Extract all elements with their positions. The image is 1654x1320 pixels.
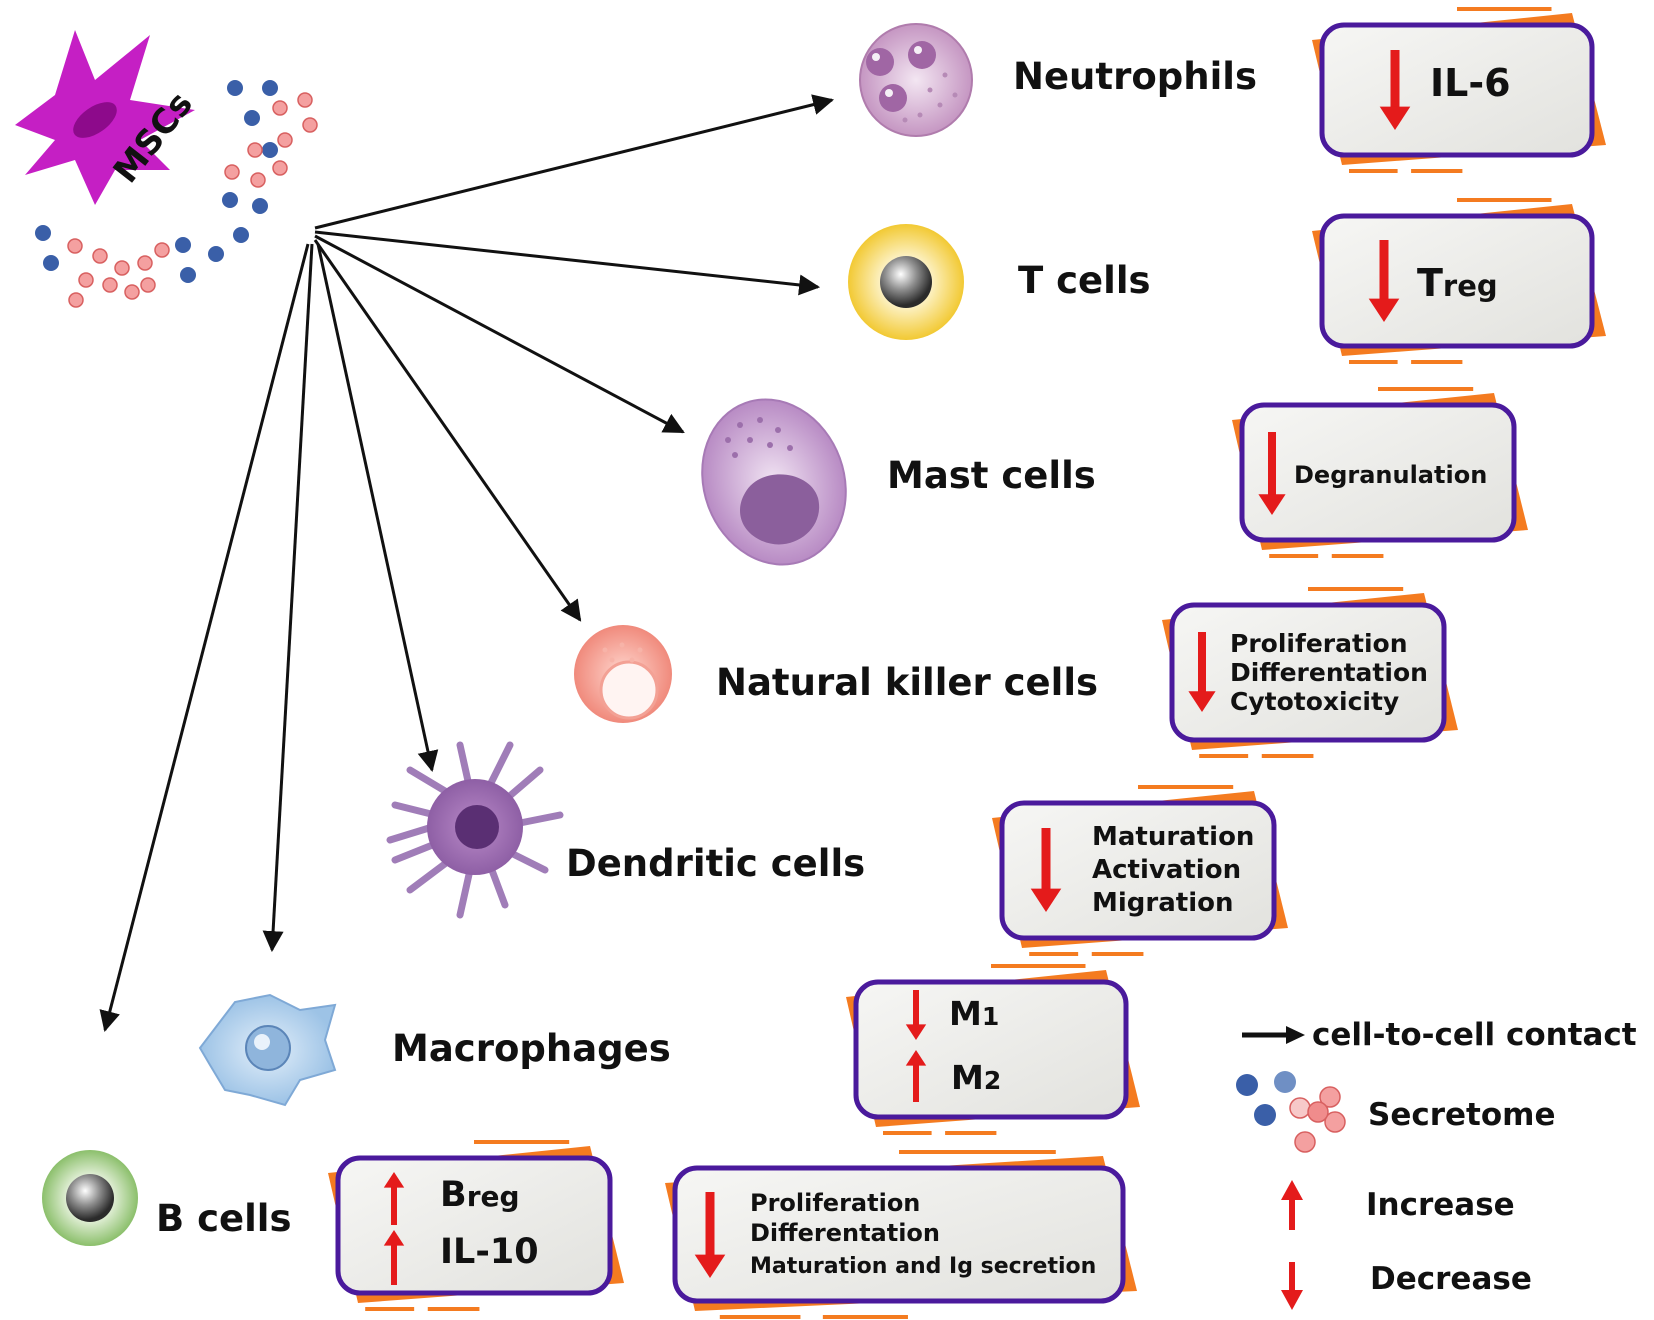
breg-sub: reg bbox=[466, 1180, 520, 1213]
dendritic-effect-line-3: Migration bbox=[1092, 888, 1234, 918]
dendritic-effect-line-2: Activation bbox=[1092, 855, 1242, 885]
legend-decrease-label: Decrease bbox=[1370, 1261, 1532, 1297]
nk-effect-line-3: Cytotoxicity bbox=[1230, 687, 1400, 716]
il10-increase-arrow bbox=[383, 1230, 405, 1285]
b-cells-function-effect-box bbox=[665, 1150, 1137, 1319]
mast-cells-decrease-arrow bbox=[1258, 432, 1286, 515]
arrow-to-t-cells bbox=[314, 230, 821, 296]
b-cells-regulatory-effect-box bbox=[328, 1140, 624, 1311]
t-cells-effect-text: Treg bbox=[1417, 264, 1498, 302]
mast-cells-effect-box bbox=[1232, 387, 1528, 558]
m2-sub: 2 bbox=[983, 1066, 1002, 1095]
neutrophil-cell-icon bbox=[859, 23, 973, 137]
secretome-particles-icon bbox=[35, 80, 318, 308]
neutrophils-effect-text: IL-6 bbox=[1430, 61, 1511, 105]
legend-contact-label: cell-to-cell contact bbox=[1312, 1017, 1637, 1053]
m1-main: M bbox=[949, 994, 982, 1033]
macrophage-effect-m1: M1 bbox=[949, 997, 999, 1030]
mast-cells-effect-text: Degranulation bbox=[1294, 461, 1488, 489]
arrow-to-neutrophils bbox=[314, 94, 835, 230]
arrow-to-nk-cells bbox=[313, 239, 582, 622]
cell-label-neutrophils: Neutrophils bbox=[1013, 55, 1257, 98]
arrow-to-mast-cells bbox=[314, 234, 685, 434]
legend-increase-arrow-icon bbox=[1281, 1180, 1303, 1230]
m1-sub: 1 bbox=[981, 1002, 1000, 1031]
nk-effect-line-2: Differentation bbox=[1230, 658, 1428, 687]
legend-increase-label: Increase bbox=[1366, 1187, 1515, 1223]
cell-label-mast-cells: Mast cells bbox=[887, 454, 1096, 497]
t-cells-decrease-arrow bbox=[1368, 240, 1400, 322]
macrophage-cell-icon bbox=[198, 993, 337, 1107]
b-cell-effect-il10: IL-10 bbox=[440, 1232, 539, 1272]
dendritic-effect-line-1: Maturation bbox=[1092, 822, 1255, 852]
dendritic-cells-decrease-arrow bbox=[1030, 828, 1062, 912]
cell-label-b-cells: B cells bbox=[156, 1197, 292, 1240]
neutrophils-effect-box bbox=[1312, 7, 1606, 173]
breg-increase-arrow bbox=[383, 1172, 405, 1225]
legend-graphics bbox=[1236, 1026, 1346, 1310]
b-cell-effect-breg: Breg bbox=[440, 1178, 520, 1213]
b-function-decrease-arrow bbox=[694, 1192, 726, 1278]
macrophages-effect-box bbox=[846, 964, 1140, 1135]
effect-direction-arrows bbox=[383, 50, 1411, 1285]
cell-label-macrophages: Macrophages bbox=[392, 1027, 671, 1070]
b-cell-function-line-3: Maturation and Ig secretion bbox=[750, 1254, 1097, 1279]
nk-cells-effect-box bbox=[1162, 587, 1458, 758]
nk-cell-icon bbox=[574, 625, 672, 723]
legend-contact-arrow-icon bbox=[1242, 1026, 1305, 1044]
dendritic-cells-effect-box bbox=[992, 785, 1288, 956]
arrow-to-dendritic-cells bbox=[316, 243, 439, 773]
m1-decrease-arrow bbox=[905, 990, 927, 1040]
dendritic-cell-icon bbox=[386, 741, 564, 919]
neutrophils-decrease-arrow bbox=[1379, 50, 1411, 130]
nk-cells-decrease-arrow bbox=[1188, 632, 1216, 712]
arrow-to-b-cells bbox=[99, 243, 310, 1033]
nk-effect-line-1: Proliferation bbox=[1230, 629, 1408, 658]
mast-cell-icon bbox=[701, 398, 847, 566]
legend-secretome-label: Secretome bbox=[1368, 1097, 1556, 1133]
legend-secretome-icon bbox=[1236, 1071, 1346, 1153]
m2-increase-arrow bbox=[905, 1050, 927, 1102]
macrophage-effect-m2: M2 bbox=[951, 1061, 1001, 1094]
contact-arrows bbox=[99, 94, 835, 1033]
b-cell-function-line-2: Differentation bbox=[750, 1219, 941, 1247]
m2-main: M bbox=[951, 1058, 984, 1097]
breg-main: B bbox=[440, 1175, 467, 1215]
b-cell-icon bbox=[42, 1150, 138, 1246]
t-cells-effect-sub: reg bbox=[1442, 269, 1498, 303]
b-cell-function-line-1: Proliferation bbox=[750, 1189, 921, 1217]
cell-label-nk-cells: Natural killer cells bbox=[716, 661, 1099, 704]
arrow-to-macrophages bbox=[262, 243, 314, 953]
legend-decrease-arrow-icon bbox=[1281, 1262, 1303, 1310]
msc-cell-icon bbox=[15, 30, 195, 205]
t-cells-effect-main: T bbox=[1417, 261, 1443, 305]
t-cell-icon bbox=[848, 224, 964, 340]
cell-label-t-cells: T cells bbox=[1018, 259, 1151, 302]
cell-label-dendritic-cells: Dendritic cells bbox=[566, 842, 866, 885]
